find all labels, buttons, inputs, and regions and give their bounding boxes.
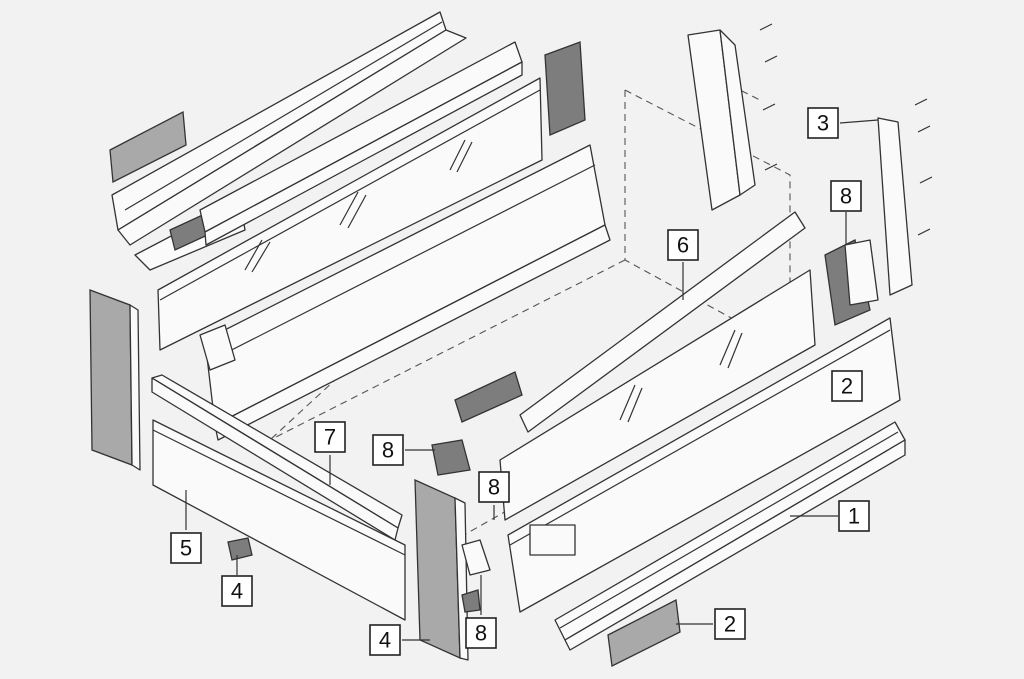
callout-8-front: 8 [478, 471, 510, 503]
callouts: 3 8 6 2 1 2 7 8 8 5 4 4 8 [170, 107, 870, 656]
left-end-cap [89, 289, 141, 471]
rear-bracket-right [824, 117, 913, 326]
callout-3: 3 [807, 107, 839, 139]
svg-text:8: 8 [488, 475, 500, 500]
left-glass-side [157, 77, 543, 351]
svg-text:3: 3 [817, 111, 829, 136]
back-panel [199, 144, 611, 441]
callout-8-right: 8 [830, 180, 862, 212]
right-runner [554, 421, 906, 651]
svg-text:1: 1 [848, 504, 860, 529]
right-top-rail [454, 211, 806, 433]
callout-7: 7 [314, 421, 346, 453]
rear-bracket-left [544, 41, 586, 136]
cover-plate-small [607, 598, 681, 667]
callout-6: 6 [667, 229, 699, 261]
callout-2-panel: 2 [831, 370, 863, 402]
front-panel [152, 419, 406, 621]
svg-text:4: 4 [379, 628, 391, 653]
svg-text:2: 2 [724, 612, 736, 637]
cover-plate [109, 110, 187, 184]
svg-text:5: 5 [180, 536, 192, 561]
callout-4-cap: 4 [369, 624, 401, 656]
front-brackets [431, 439, 491, 613]
leader-lines [185, 119, 879, 641]
svg-text:8: 8 [840, 184, 852, 209]
svg-text:7: 7 [324, 425, 336, 450]
callout-4-clip: 4 [221, 575, 253, 607]
right-side-panel [507, 317, 901, 613]
svg-text:4: 4 [231, 579, 243, 604]
callout-5: 5 [170, 532, 202, 564]
rear-vertical-bracket [687, 29, 756, 211]
callout-1: 1 [838, 500, 870, 532]
clip-part [227, 537, 253, 561]
top-rail [199, 41, 523, 246]
callout-2-plate: 2 [714, 608, 746, 640]
screws [759, 23, 933, 236]
svg-text:2: 2 [841, 374, 853, 399]
svg-text:8: 8 [382, 438, 394, 463]
svg-text:6: 6 [677, 233, 689, 258]
callout-8-bottom: 8 [465, 617, 497, 649]
assembly-outline [269, 79, 791, 561]
callout-8-mid: 8 [372, 434, 404, 466]
front-end-cap [414, 478, 469, 661]
svg-text:8: 8 [475, 621, 487, 646]
